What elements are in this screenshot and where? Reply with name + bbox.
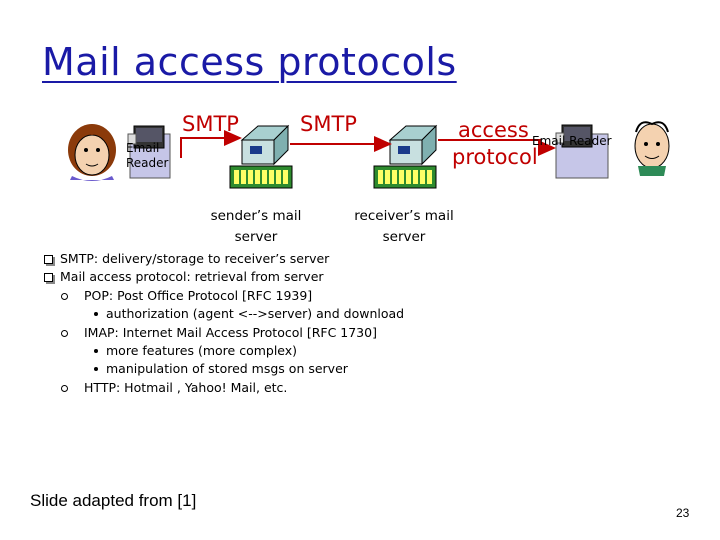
mail-flow-diagram <box>68 121 670 189</box>
square-bullet-icon <box>44 255 53 264</box>
smtp-label-2: SMTP <box>300 112 357 136</box>
sender-user-agent-label-line1: Email <box>126 141 160 155</box>
bullet-text: manipulation of stored msgs on server <box>106 361 348 377</box>
receiver-server-label-line2: server <box>382 229 426 245</box>
bullet-item: authorization (agent <-->server) and dow… <box>44 305 404 323</box>
slide-footer: Slide adapted from [1] <box>30 491 197 510</box>
receiver-server-label: receiver’s mail server <box>340 206 468 248</box>
sender-person-icon <box>68 124 116 181</box>
bullet-text: HTTP: Hotmail , Yahoo! Mail, etc. <box>84 379 288 395</box>
bullet-text: authorization (agent <-->server) and dow… <box>106 306 405 322</box>
sender-user-agent-label-line2: Reader <box>126 156 169 170</box>
access-protocol-arrow <box>438 139 556 156</box>
sender-server-label-line1: sender’s mail <box>210 208 302 224</box>
circle-bullet-icon <box>61 329 68 337</box>
sender-user-agent-label: Email Reader <box>126 141 168 171</box>
bullet-item: Mail access protocol: retrieval from ser… <box>44 268 404 286</box>
sender-user-agent-icon <box>127 125 171 179</box>
slide-title: Mail access protocols <box>42 40 457 84</box>
access-label: access <box>458 118 529 142</box>
bullet-text: more features (more complex) <box>106 343 298 359</box>
protocol-label: protocol <box>452 145 538 169</box>
bullet-text: SMTP: delivery/storage to receiver’s ser… <box>60 251 330 266</box>
smtp-arrow-1 <box>180 130 242 158</box>
sender-server-label-line2: server <box>234 229 278 245</box>
sender-mail-server-icon <box>229 124 293 189</box>
bullet-item: IMAP: Internet Mail Access Protocol [RFC… <box>44 324 404 342</box>
receiver-person-icon <box>634 121 670 176</box>
receiver-user-agent-label: Email Reader <box>532 134 612 148</box>
receiver-mail-server-icon <box>373 124 438 189</box>
bullet-item: manipulation of stored msgs on server <box>44 360 404 378</box>
bullet-text: POP: Post Office Protocol [RFC 1939] <box>84 287 313 303</box>
dot-bullet-icon <box>94 312 98 317</box>
bullet-item: POP: Post Office Protocol [RFC 1939] <box>44 287 404 305</box>
bullet-item: more features (more complex) <box>44 342 404 360</box>
circle-bullet-icon <box>61 384 68 392</box>
receiver-user-agent-icon <box>555 124 609 179</box>
bullet-text: IMAP: Internet Mail Access Protocol [RFC… <box>84 324 377 340</box>
circle-bullet-icon <box>61 292 68 300</box>
receiver-server-label-line1: receiver’s mail <box>354 208 454 224</box>
sender-server-label: sender’s mail server <box>196 206 316 248</box>
square-bullet-icon <box>44 273 53 283</box>
bullet-list: SMTP: delivery/storage to receiver’s ser… <box>44 250 404 397</box>
bullet-text: Mail access protocol: retrieval from ser… <box>60 269 324 285</box>
dot-bullet-icon <box>94 367 98 372</box>
dot-bullet-icon <box>94 349 98 354</box>
page-number: 23 <box>676 506 690 520</box>
smtp-label-1: SMTP <box>182 112 239 136</box>
bullet-item: HTTP: Hotmail , Yahoo! Mail, etc. <box>44 379 404 397</box>
bullet-item: SMTP: delivery/storage to receiver’s ser… <box>44 250 404 268</box>
